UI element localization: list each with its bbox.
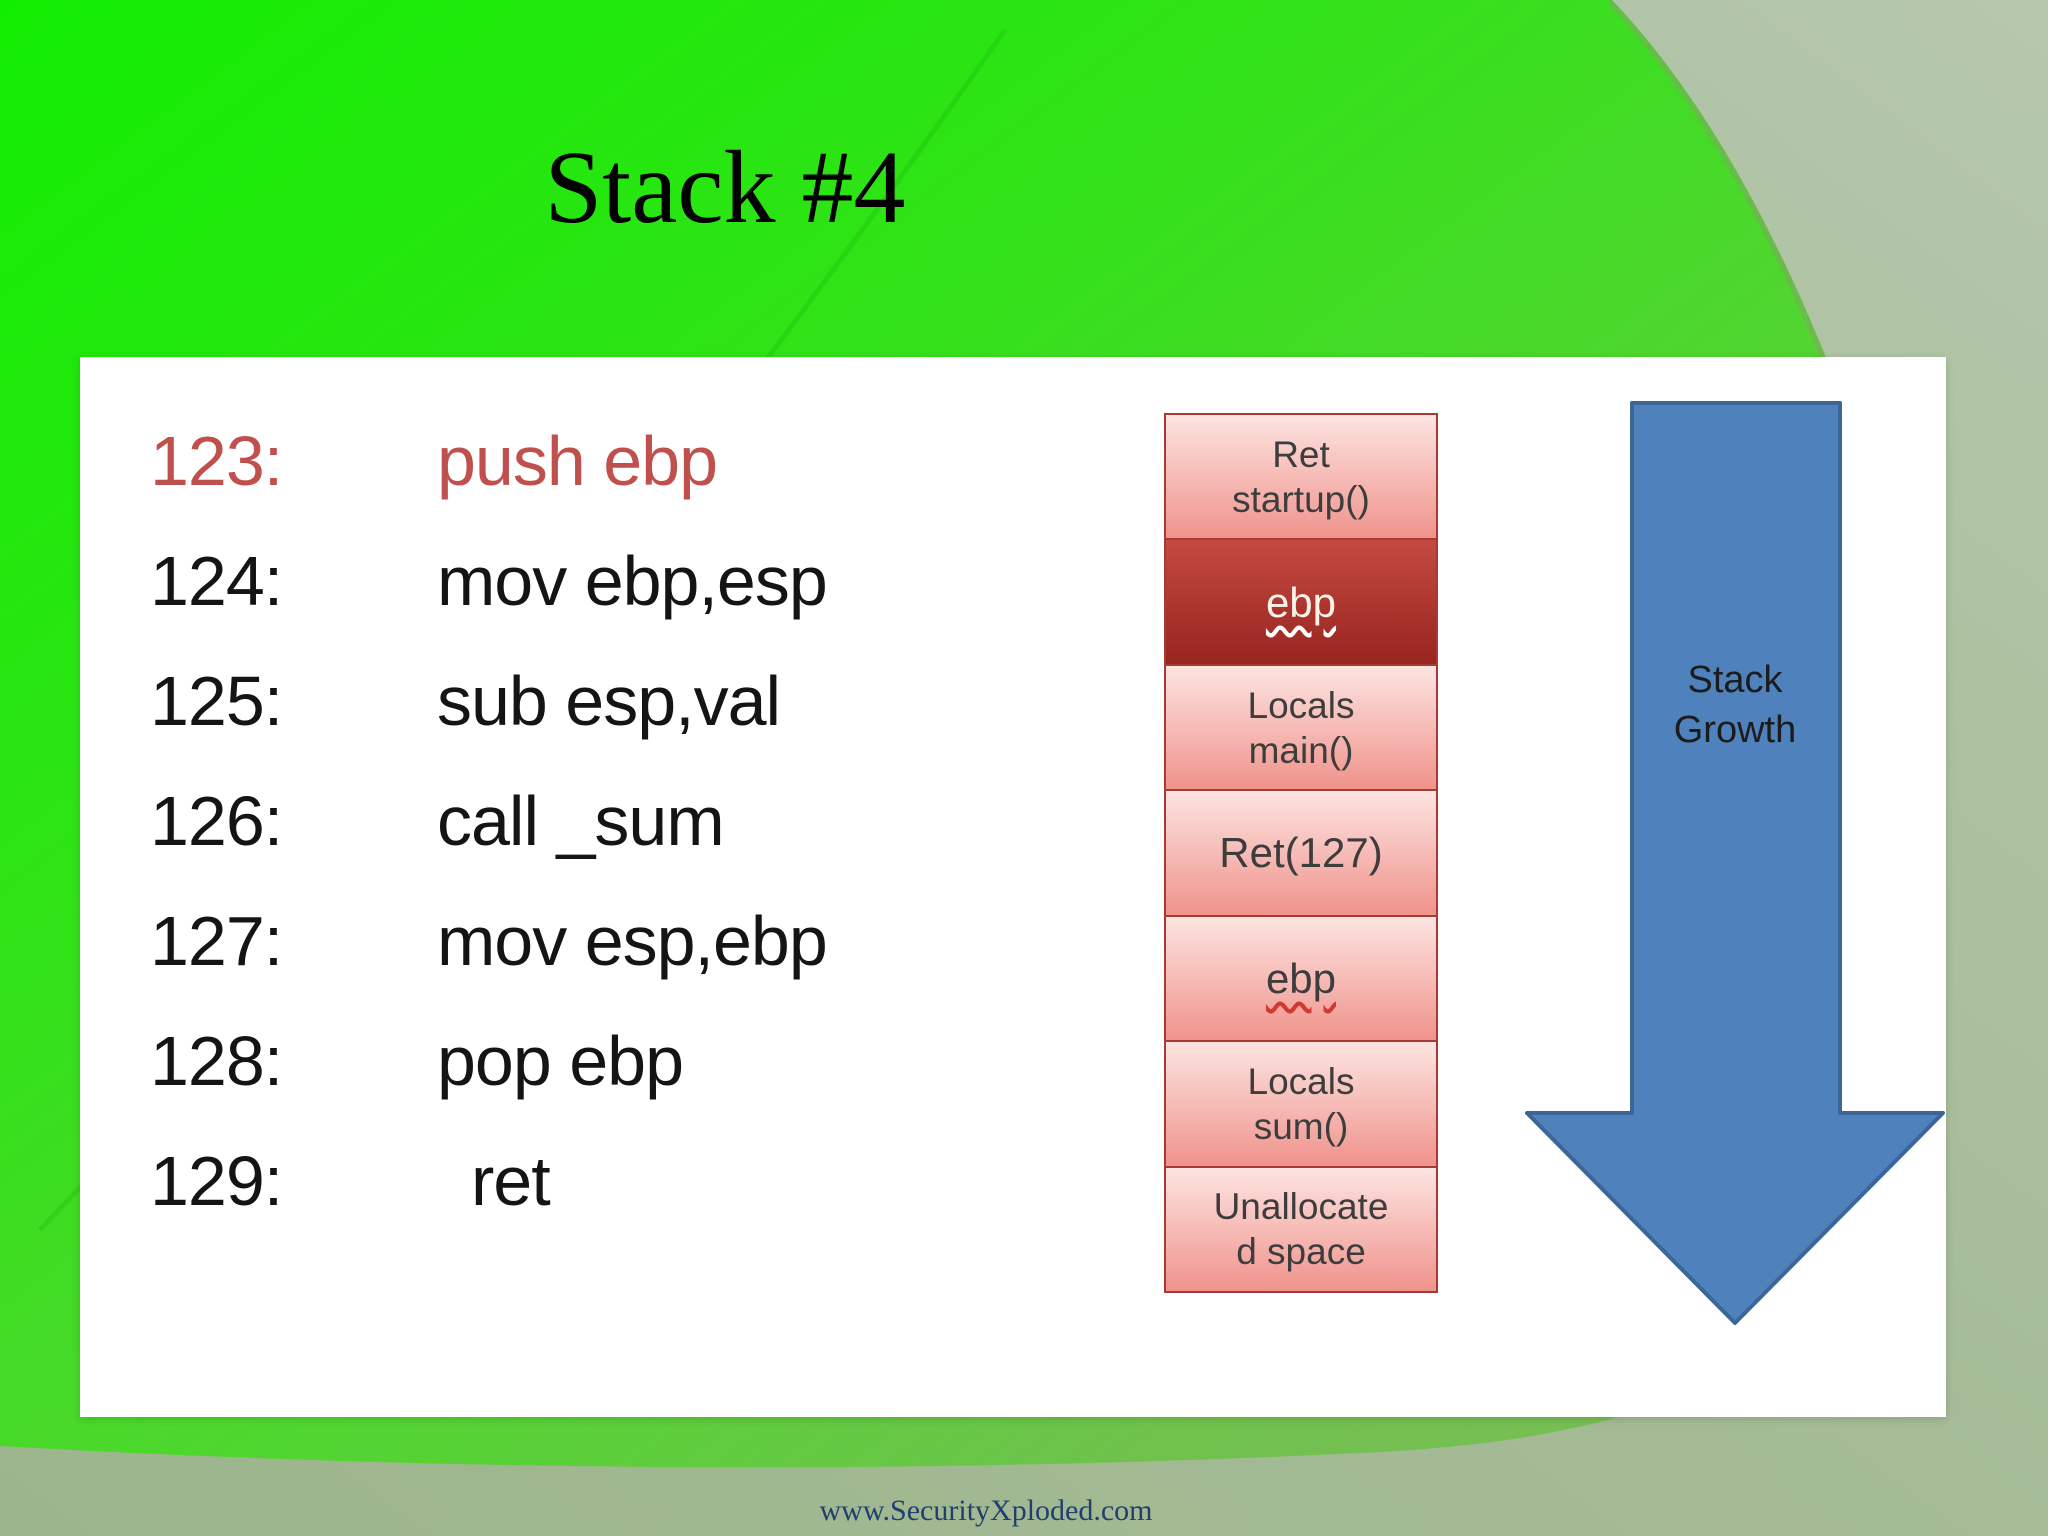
- stack-cell-text: Ret(127): [1219, 829, 1383, 877]
- assembly-code-listing: 123: push ebp 124: mov ebp,esp 125: sub …: [150, 401, 828, 1241]
- stack-cell-locals-sum: Locals sum(): [1164, 1040, 1438, 1168]
- code-line: 125: sub esp,val: [150, 641, 827, 761]
- code-line: 127: mov esp,ebp: [150, 881, 828, 1001]
- instruction: pop ebp: [437, 1022, 684, 1100]
- stack-cell-ebp-active: ebp: [1164, 538, 1438, 666]
- code-line: 128: pop ebp: [150, 1001, 827, 1121]
- stack-cell-ret-startup: Ret startup(): [1164, 413, 1438, 541]
- stack-cell-text: ebp: [1265, 954, 1337, 1002]
- stack-cell-locals-main: Locals main(): [1164, 663, 1438, 792]
- line-number: 129:: [150, 1142, 283, 1220]
- stack-cell-ebp: ebp: [1164, 914, 1438, 1043]
- line-number: 123:: [150, 422, 283, 500]
- code-line: 129: ret: [150, 1121, 827, 1241]
- stack-cell-ret-127: Ret(127): [1164, 789, 1438, 917]
- line-number: 128:: [150, 1022, 283, 1100]
- code-line: 124: mov ebp,esp: [150, 521, 828, 641]
- line-number: 124:: [150, 542, 283, 620]
- instruction: ret: [471, 1142, 551, 1220]
- stack-cell-text: Locals: [1247, 684, 1355, 726]
- line-number: 127:: [150, 902, 283, 980]
- instruction: call _sum: [437, 782, 725, 860]
- instruction: mov ebp,esp: [437, 542, 828, 620]
- down-arrow-icon: [1525, 401, 1945, 1325]
- instruction: mov esp,ebp: [437, 902, 828, 980]
- stack-cell-text: sum(): [1253, 1105, 1349, 1147]
- footer-url: www.SecurityXploded.com: [819, 1494, 1153, 1527]
- stack-growth-label-line2: Growth: [1673, 709, 1797, 751]
- instruction: push ebp: [437, 422, 718, 500]
- stack-cell-text: Locals: [1247, 1060, 1355, 1102]
- stack-cell-text: d space: [1236, 1231, 1366, 1273]
- code-line: 123: push ebp: [150, 401, 827, 521]
- stack-growth-label: Stack Growth: [1527, 655, 1943, 755]
- line-number: 125:: [150, 662, 283, 740]
- stack-cell-text: ebp: [1265, 578, 1337, 626]
- content-panel: 123: push ebp 124: mov ebp,esp 125: sub …: [80, 357, 1946, 1417]
- code-line: 126: call _sum: [150, 761, 827, 881]
- stack-growth-label-line1: Stack: [1687, 659, 1783, 701]
- stack-cell-text: Ret: [1272, 433, 1330, 475]
- instruction: sub esp,val: [437, 662, 781, 740]
- stack-cell-unallocated: Unallocate d space: [1164, 1165, 1438, 1293]
- slide-title: Stack #4: [544, 130, 906, 245]
- line-number: 126:: [150, 782, 283, 860]
- stack-cell-text: main(): [1248, 729, 1354, 771]
- stack-cell-text: startup(): [1232, 478, 1370, 520]
- stack-cell-text: Unallocate: [1213, 1186, 1389, 1228]
- stack-diagram: Ret startup() ebp Locals main() Ret(127)…: [1164, 413, 1438, 1293]
